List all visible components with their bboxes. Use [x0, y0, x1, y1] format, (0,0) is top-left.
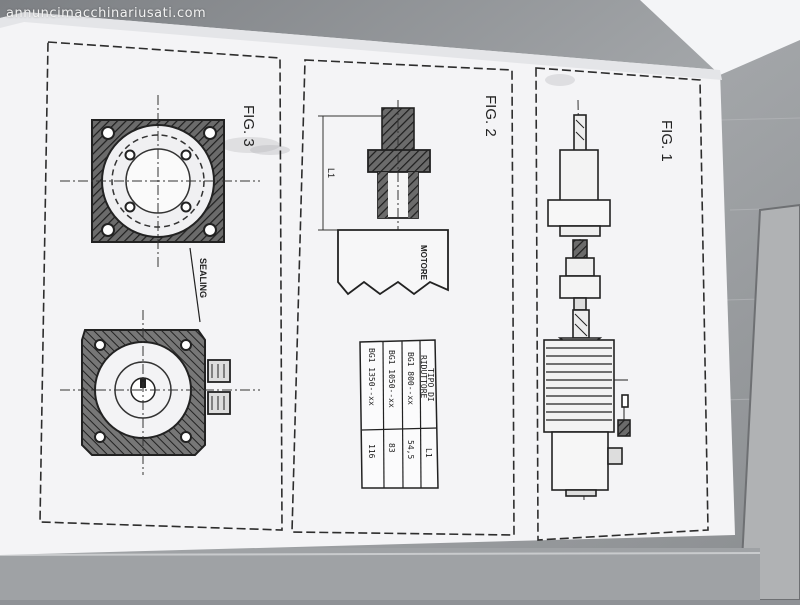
metal-bracket — [738, 203, 800, 601]
table-header-type-2: RIDUTTORE — [419, 355, 428, 399]
fig3-label: FIG. 3 — [240, 105, 257, 147]
watermark-text: annuncimacchinariusati.com — [6, 6, 207, 21]
reducer-table — [359, 339, 439, 489]
table-row-1-type: BG1 800--xx — [406, 352, 415, 405]
fig2-panel-frame — [291, 59, 515, 536]
motore-label: MOTORE — [419, 245, 428, 281]
fig1-label: FIG. 1 — [658, 120, 675, 162]
l1-marker: L1 — [326, 168, 336, 178]
table-header-l1: L1 — [424, 448, 433, 458]
table-header-type-1: TIPO DI — [426, 368, 435, 402]
fig2-drawing — [318, 100, 449, 296]
table-row-3-type: BG1 1350--xx — [367, 348, 376, 406]
table-row-2-type: BG1 1050--xx — [387, 350, 396, 408]
table-row-2-l1: 83 — [387, 443, 396, 453]
paper-corner — [640, 0, 800, 75]
sealing-label: SEALING — [198, 258, 208, 298]
fig3-panel-frame — [39, 41, 283, 531]
fig3-drawing — [60, 95, 260, 475]
fig2-label: FIG. 2 — [482, 95, 499, 137]
fig1-drawing — [543, 99, 631, 501]
table-row-3-l1: 116 — [367, 444, 376, 459]
table-row-1-l1: 54,5 — [406, 440, 415, 459]
fig1-panel-frame — [535, 67, 709, 541]
